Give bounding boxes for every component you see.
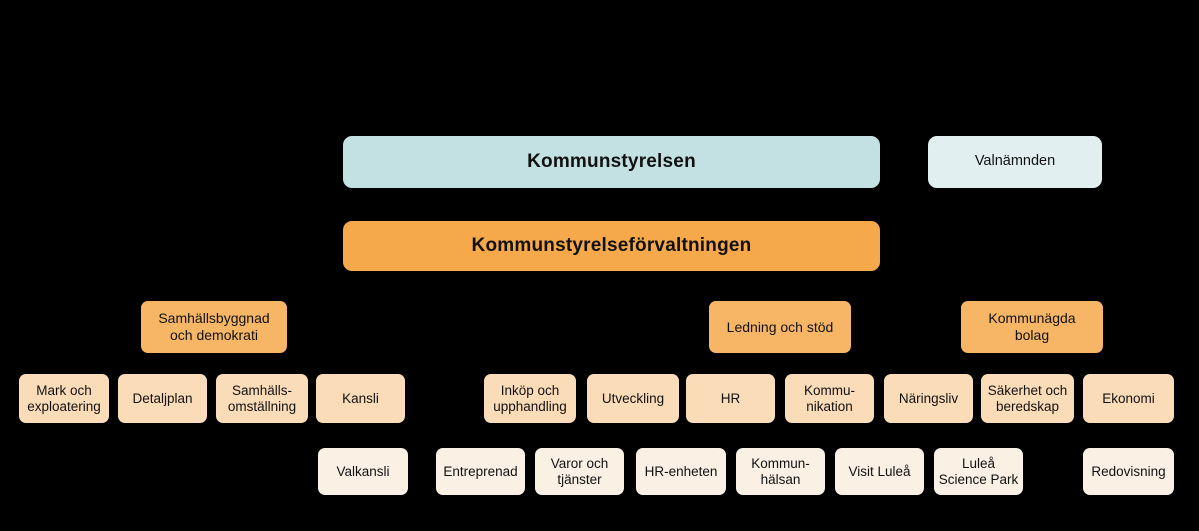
org-node-units-5[interactable]: Utveckling [587, 374, 679, 423]
org-node-units-10[interactable]: Ekonomi [1083, 374, 1174, 423]
org-node-sub-units-1[interactable]: Entreprenad [436, 448, 525, 495]
org-node-units-4[interactable]: Inköp och upphandling [484, 374, 576, 423]
org-node-sub-units-3[interactable]: HR-enheten [636, 448, 726, 495]
org-node-sub-units-4[interactable]: Kommun- hälsan [736, 448, 825, 495]
org-node-units-0[interactable]: Mark och exploatering [19, 374, 109, 423]
org-node-political-board-0[interactable]: Kommunstyrelsen [343, 136, 880, 188]
org-node-sub-units-0[interactable]: Valkansli [318, 448, 408, 495]
org-node-units-1[interactable]: Detaljplan [118, 374, 207, 423]
org-node-divisions-0[interactable]: Samhällsbyggnad och demokrati [141, 301, 287, 353]
org-node-sub-units-7[interactable]: Redovisning [1083, 448, 1174, 495]
org-node-units-2[interactable]: Samhälls- omställning [216, 374, 308, 423]
org-node-units-7[interactable]: Kommu- nikation [785, 374, 874, 423]
org-node-administration-0[interactable]: Kommunstyrelseförvaltningen [343, 221, 880, 271]
org-node-units-6[interactable]: HR [686, 374, 775, 423]
org-node-sub-units-5[interactable]: Visit Luleå [835, 448, 924, 495]
org-node-units-8[interactable]: Näringsliv [884, 374, 973, 423]
org-node-sub-units-6[interactable]: Luleå Science Park [934, 448, 1023, 495]
org-node-sub-units-2[interactable]: Varor och tjänster [535, 448, 624, 495]
org-node-divisions-2[interactable]: Kommunägda bolag [961, 301, 1103, 353]
org-node-divisions-1[interactable]: Ledning och stöd [709, 301, 851, 353]
org-node-units-3[interactable]: Kansli [316, 374, 405, 423]
org-node-political-board-1[interactable]: Valnämnden [928, 136, 1102, 188]
org-node-units-9[interactable]: Säkerhet och beredskap [981, 374, 1074, 423]
